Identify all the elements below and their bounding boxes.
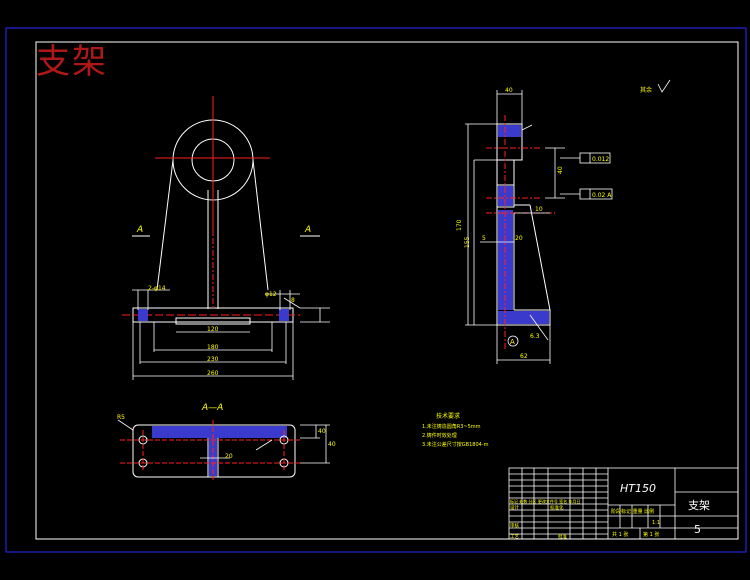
section-centerlines — [120, 420, 300, 480]
front-hole-right — [279, 309, 289, 321]
watermark-title: 支架 — [36, 42, 108, 82]
front-dim-inner: 180 — [207, 344, 219, 351]
tb-scale: 1:1 — [652, 520, 660, 526]
front-dimensions — [132, 289, 330, 380]
tolerance-frames — [507, 152, 613, 347]
tb-material: HT150 — [620, 482, 656, 495]
side-dim-10: 10 — [535, 206, 543, 213]
section-hatch — [152, 426, 287, 476]
section-dim-r5: R5 — [117, 414, 125, 421]
section-dimensions — [117, 419, 330, 464]
tb-row-marks: 标记 处数 分区 更改文件号 签名 年月日 — [510, 498, 580, 504]
tb-approve: 批准 — [558, 533, 567, 540]
section-dim-height: 40 — [328, 441, 336, 448]
roughness-symbol — [657, 79, 671, 93]
front-centerlines — [122, 96, 300, 316]
note-item: 3.未注公差尺寸按GB1804-m — [422, 441, 489, 448]
front-dim-thickness: 8 — [291, 297, 295, 304]
inner-frame — [35, 41, 739, 540]
side-dimensions — [465, 90, 580, 364]
front-dim-hole-count: 2-φ14 — [148, 285, 166, 292]
tb-drawing-no: 5 — [694, 523, 701, 536]
note-item: 1.未注铸造圆角R3~5mm — [422, 423, 481, 430]
roughness-note: 其余 — [640, 86, 652, 94]
tb-design: 设计 — [510, 504, 519, 511]
front-dim-hole-dia: φ12 — [265, 291, 277, 298]
tb-sheet-total: 共 1 张 — [612, 531, 628, 538]
side-dim-155: 155 — [464, 236, 471, 248]
front-dim-mid: 230 — [207, 356, 219, 363]
side-dim-62: 62 — [520, 353, 528, 360]
tol-flatness: 0.012 — [592, 156, 609, 163]
section-dim-20: 20 — [225, 453, 233, 460]
title-block — [508, 467, 739, 540]
side-dim-63: 6.3 — [530, 333, 540, 340]
front-dim-slot: 120 — [207, 326, 219, 333]
side-datum: A — [510, 338, 515, 346]
tb-check: 审核 — [510, 522, 519, 529]
tb-stage: 阶段标记 重量 比例 — [611, 508, 654, 515]
side-dim-5: 5 — [482, 235, 486, 242]
note-item: 2.铸件时效处理 — [422, 432, 457, 439]
side-dim-170: 170 — [456, 219, 463, 231]
side-dim-top: 40 — [505, 87, 513, 94]
technical-notes: 技术要求 1.未注铸造圆角R3~5mm 2.铸件时效处理 3.未注公差尺寸按GB… — [422, 412, 489, 448]
tb-std: 标准化 — [550, 504, 564, 511]
front-dim-total: 260 — [207, 370, 219, 377]
tb-process: 工艺 — [510, 534, 519, 540]
tb-part-name: 支架 — [688, 499, 710, 512]
tol-parallel: 0.02 A — [592, 192, 612, 199]
section-label-left: A — [136, 225, 143, 235]
side-dim-40: 40 — [557, 166, 564, 174]
section-dim-40: 40 — [318, 428, 326, 435]
side-view — [496, 123, 551, 326]
side-dim-20: 20 — [515, 235, 523, 242]
section-label-right: A — [304, 225, 311, 235]
tb-sheet-no: 第 1 张 — [643, 531, 659, 538]
notes-title: 技术要求 — [436, 412, 460, 420]
section-view-title: A—A — [201, 403, 223, 413]
section-view — [132, 424, 296, 478]
side-hatch — [498, 125, 549, 324]
front-hole-left — [138, 309, 148, 321]
outer-frame — [5, 27, 747, 553]
